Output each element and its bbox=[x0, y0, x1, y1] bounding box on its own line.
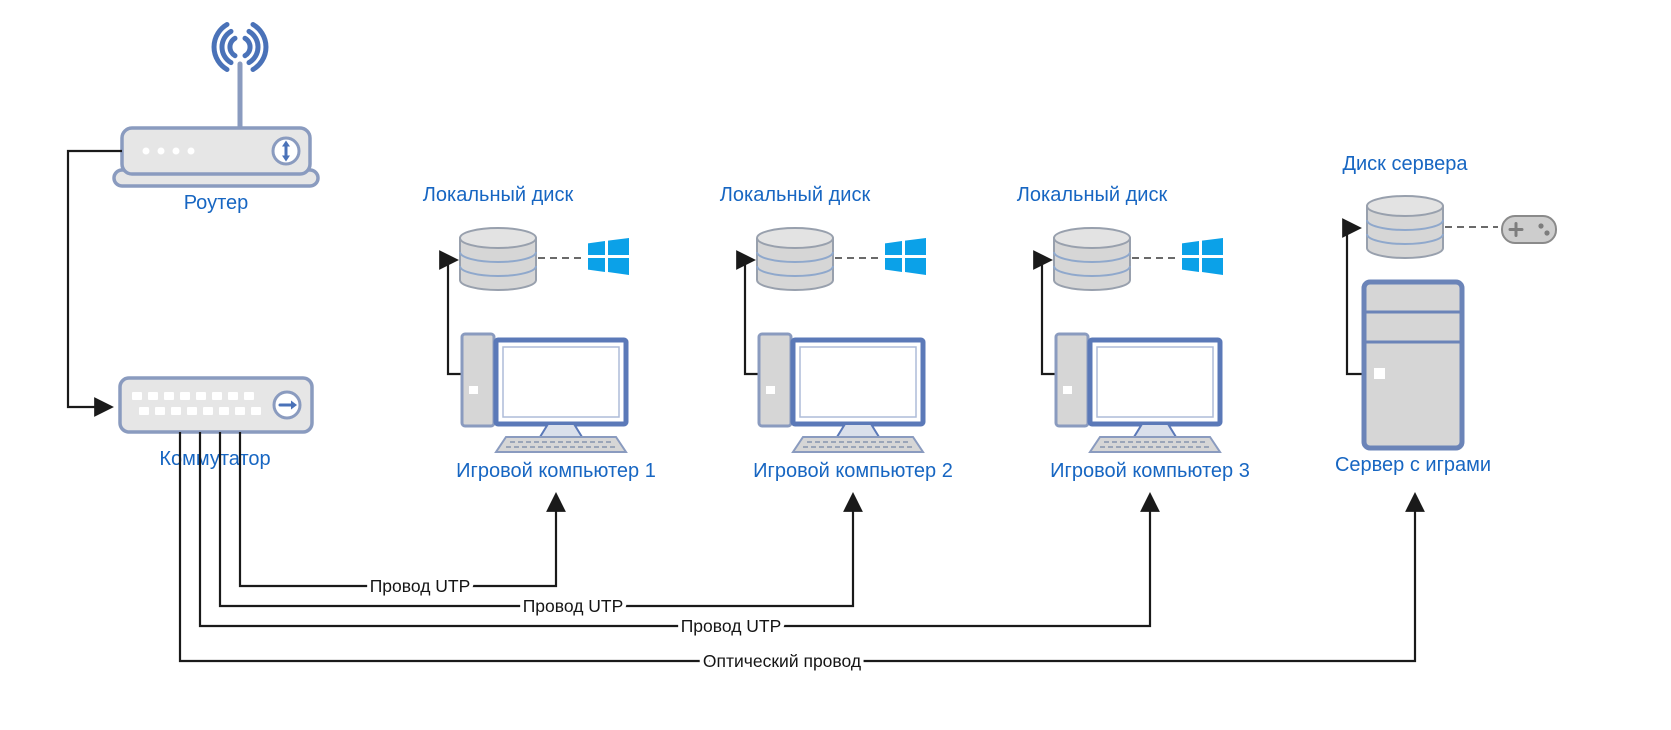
switch-label: Коммутатор bbox=[159, 448, 270, 470]
utp-cable-2 bbox=[218, 432, 863, 608]
wifi-icon bbox=[211, 22, 269, 135]
disk-icon bbox=[1366, 195, 1444, 259]
local-disk-label-1: Локальный диск bbox=[423, 184, 574, 206]
windows-logo-icon bbox=[588, 238, 629, 275]
utp-cable-label-3: Провод UTP bbox=[681, 616, 782, 636]
local-disk-label-2: Локальный диск bbox=[720, 184, 871, 206]
windows-logo-icon bbox=[1182, 238, 1223, 275]
windows-logo-icon bbox=[885, 238, 926, 275]
disk-connection-arrow-2 bbox=[736, 250, 759, 376]
router-switch-cable bbox=[66, 149, 122, 417]
optical-cable bbox=[178, 432, 1425, 663]
optical-cable-label: Оптический провод bbox=[703, 651, 861, 671]
utp-cable-3 bbox=[198, 432, 1160, 628]
desktop-computer-icon bbox=[1056, 334, 1220, 452]
server-icon bbox=[1361, 279, 1465, 451]
local-disk-label-3: Локальный диск bbox=[1017, 184, 1168, 206]
server-disk-label: Диск сервера bbox=[1342, 153, 1468, 175]
disk-icon bbox=[1053, 227, 1131, 291]
router-label: Роутер bbox=[184, 192, 249, 214]
server-node: Диск сервера Сервер с играми bbox=[1335, 153, 1557, 476]
disk-connection-arrow-1 bbox=[439, 250, 462, 376]
router-node: Роутер bbox=[112, 22, 320, 214]
computer-node-1: Локальный диск Игровой компьютер 1 bbox=[423, 184, 656, 482]
switch-node: Коммутатор bbox=[118, 376, 314, 470]
desktop-computer-icon bbox=[759, 334, 923, 452]
disk-icon bbox=[756, 227, 834, 291]
computer-label-1: Игровой компьютер 1 bbox=[456, 460, 656, 482]
computer-node-3: Локальный диск Игровой компьютер 3 bbox=[1017, 184, 1250, 482]
computer-label-2: Игровой компьютер 2 bbox=[753, 460, 953, 482]
utp-cable-label-1: Провод UTP bbox=[370, 576, 471, 596]
computer-node-2: Локальный диск Игровой компьютер 2 bbox=[720, 184, 953, 482]
computer-label-3: Игровой компьютер 3 bbox=[1050, 460, 1250, 482]
disk-connection-arrow-3 bbox=[1033, 250, 1056, 376]
server-label: Сервер с играми bbox=[1335, 454, 1491, 476]
router-icon bbox=[112, 126, 320, 188]
utp-cable-label-2: Провод UTP bbox=[523, 596, 624, 616]
desktop-computer-icon bbox=[462, 334, 626, 452]
server-disk-connection-arrow bbox=[1342, 218, 1364, 376]
utp-cable-1 bbox=[238, 432, 566, 588]
disk-icon bbox=[459, 227, 537, 291]
switch-icon bbox=[118, 376, 314, 434]
gamepad-icon bbox=[1501, 215, 1557, 244]
